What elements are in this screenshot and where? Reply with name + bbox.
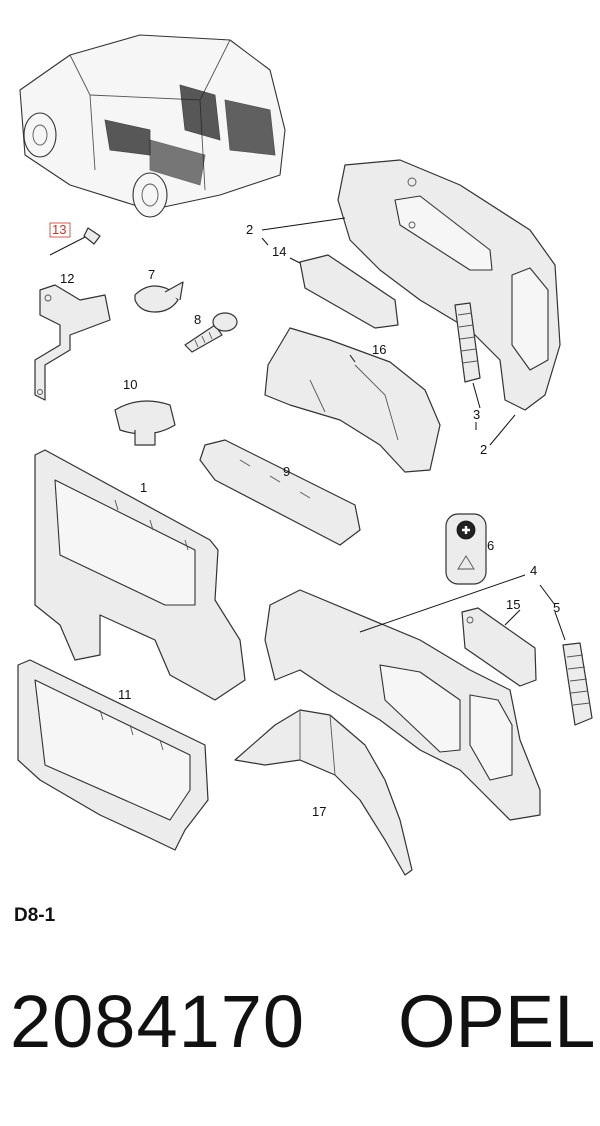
callouts: 1 2 2 3 4 5 6 7 8 9 10 11 12 13 14 15 16… xyxy=(49,222,560,819)
leader-lines xyxy=(261,217,566,641)
callout-10: 10 xyxy=(123,377,137,392)
part-4-quarter-trim xyxy=(264,589,541,821)
callout-7: 7 xyxy=(148,267,155,282)
part-6-badges xyxy=(445,513,487,585)
part-12-bracket xyxy=(34,284,111,401)
part-8-screw xyxy=(184,312,238,353)
vehicle-overview xyxy=(19,34,286,218)
part-16-trim xyxy=(264,327,441,473)
part-13-pin xyxy=(49,227,101,256)
part-5-vent xyxy=(562,642,593,726)
part-10-clip xyxy=(114,400,176,446)
callout-4: 4 xyxy=(530,563,537,578)
part-9-strip xyxy=(199,439,361,546)
callout-16: 16 xyxy=(372,342,386,357)
section-code: D8-1 xyxy=(14,905,56,926)
callout-9: 9 xyxy=(283,464,290,479)
callout-13: 13 xyxy=(52,222,66,237)
part-2-quarter-trim xyxy=(337,159,561,411)
part-14-panel xyxy=(299,254,399,329)
callout-11: 11 xyxy=(118,687,132,702)
callout-15: 15 xyxy=(506,597,520,612)
callout-14: 14 xyxy=(272,244,286,259)
callout-3: 3 xyxy=(473,407,480,422)
part-3-vent xyxy=(454,302,481,383)
parts-diagram: 1 2 2 3 4 5 6 7 8 9 10 11 12 13 14 15 16… xyxy=(17,34,593,876)
callout-5: 5 xyxy=(553,600,560,615)
part-11-lower-trim xyxy=(17,659,209,851)
callout-17: 17 xyxy=(312,804,326,819)
callout-1: 1 xyxy=(140,480,147,495)
part-1-side-trim xyxy=(34,449,246,701)
part-number: 2084170 xyxy=(10,980,306,1063)
callout-12: 12 xyxy=(60,271,74,286)
part-17-arch-liner xyxy=(234,709,413,876)
brand-name: OPEL xyxy=(398,980,596,1063)
callout-8: 8 xyxy=(194,312,201,327)
part-15-panel xyxy=(461,607,537,687)
part-7-clip xyxy=(134,281,184,313)
callout-6: 6 xyxy=(487,538,494,553)
callout-13-highlight-box xyxy=(49,222,71,238)
callout-2-lower: 2 xyxy=(480,442,487,457)
callout-2-upper: 2 xyxy=(246,222,253,237)
